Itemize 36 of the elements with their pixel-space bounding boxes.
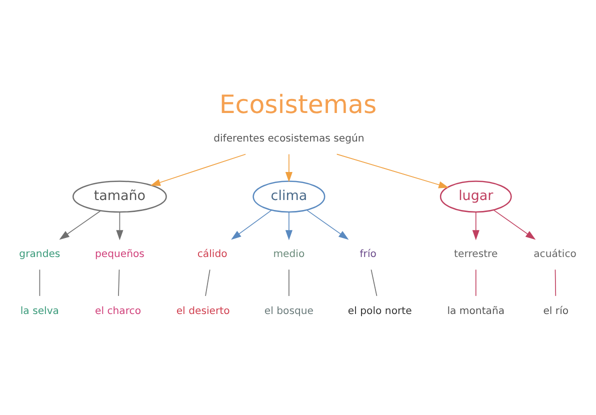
node-text: el río bbox=[543, 306, 569, 317]
node-text: el desierto bbox=[176, 306, 230, 317]
diagram-title: Ecosistemas bbox=[219, 89, 377, 118]
arrow bbox=[231, 209, 272, 240]
arrow bbox=[306, 209, 349, 240]
node-text: pequeños bbox=[94, 248, 144, 260]
node-text: frío bbox=[360, 248, 376, 260]
arrow bbox=[116, 211, 124, 240]
node-text: grandes bbox=[19, 248, 60, 260]
node-text: el charco bbox=[95, 306, 142, 317]
node-ellipse: lugar bbox=[440, 180, 512, 212]
connector bbox=[39, 268, 40, 296]
arrow bbox=[59, 210, 101, 240]
connector bbox=[554, 268, 556, 296]
arrow bbox=[493, 209, 536, 240]
arrow bbox=[285, 211, 292, 240]
arrow bbox=[472, 211, 480, 240]
arrow bbox=[150, 153, 246, 186]
connector bbox=[475, 268, 476, 296]
node-text: acuático bbox=[534, 248, 576, 260]
node-text: cálido bbox=[197, 248, 228, 260]
node-text: el polo norte bbox=[348, 306, 412, 317]
connector bbox=[205, 268, 210, 296]
connector bbox=[118, 268, 120, 296]
node-text: diferentes ecosistemas según bbox=[214, 133, 364, 144]
node-text: el bosque bbox=[264, 306, 314, 317]
node-text: la selva bbox=[20, 306, 60, 317]
arrow bbox=[336, 153, 449, 188]
node-text: terrestre bbox=[454, 248, 498, 260]
node-text: la montaña bbox=[447, 306, 505, 317]
node-ellipse: tamaño bbox=[72, 180, 167, 212]
node-text: medio bbox=[273, 248, 305, 260]
connector bbox=[288, 268, 290, 296]
connector bbox=[370, 268, 378, 296]
node-ellipse: clima bbox=[252, 180, 326, 212]
arrow bbox=[285, 153, 292, 182]
